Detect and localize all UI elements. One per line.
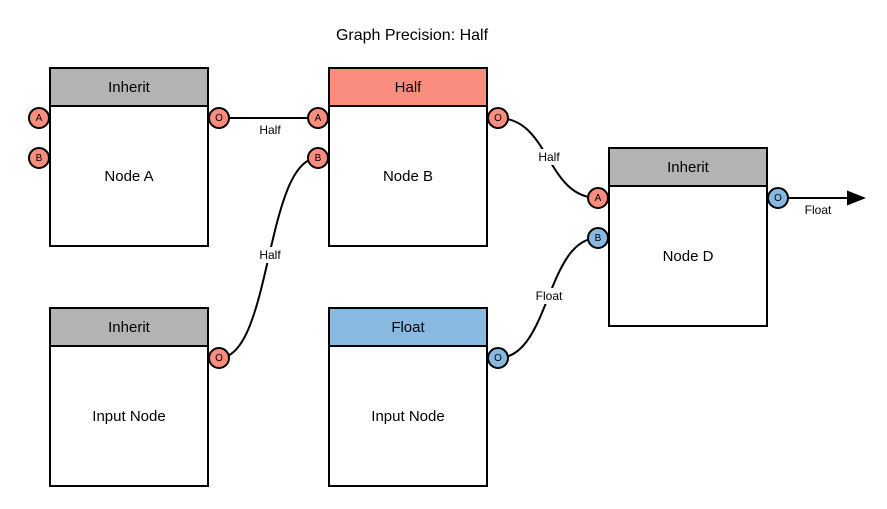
node-a-port-o: O — [208, 107, 230, 129]
node-a-port-a: A — [28, 107, 50, 129]
node-a-header: Inherit — [51, 69, 207, 107]
node-d-port-o: O — [767, 187, 789, 209]
node-d-port-b: B — [587, 227, 609, 249]
edge-noded-out-external-label: Float — [804, 203, 832, 217]
node-d-header: Inherit — [610, 149, 766, 187]
edge-noded-out-external-arrowhead-icon — [847, 190, 866, 206]
input-node-1-header: Inherit — [51, 309, 207, 347]
input-node-1-port-o: O — [208, 347, 230, 369]
node-b-port-a: A — [307, 107, 329, 129]
input-node-2-header: Float — [330, 309, 486, 347]
node-b-port-o: O — [487, 107, 509, 129]
node-d-port-a: A — [587, 187, 609, 209]
node-d-label: Node D — [662, 247, 714, 265]
node-a-port-b: B — [28, 147, 50, 169]
input-node-1-label: Input Node — [92, 407, 166, 425]
edge-input1-out-to-nodeb-b-label: Half — [257, 247, 283, 263]
node-b-header: Half — [330, 69, 486, 107]
input-node-2-port-o: O — [487, 347, 509, 369]
node-b-label: Node B — [382, 167, 434, 185]
edge-nodea-out-to-nodeb-a-label: Half — [259, 123, 281, 137]
input-node-2-label: Input Node — [371, 407, 445, 425]
edge-input2-out-to-noded-b-label: Float — [533, 288, 565, 304]
diagram-title: Graph Precision: Half — [335, 27, 489, 44]
node-a-label: Node A — [104, 167, 154, 185]
node-b-port-b: B — [307, 147, 329, 169]
edge-nodeb-out-to-noded-a-label: Half — [536, 149, 562, 165]
